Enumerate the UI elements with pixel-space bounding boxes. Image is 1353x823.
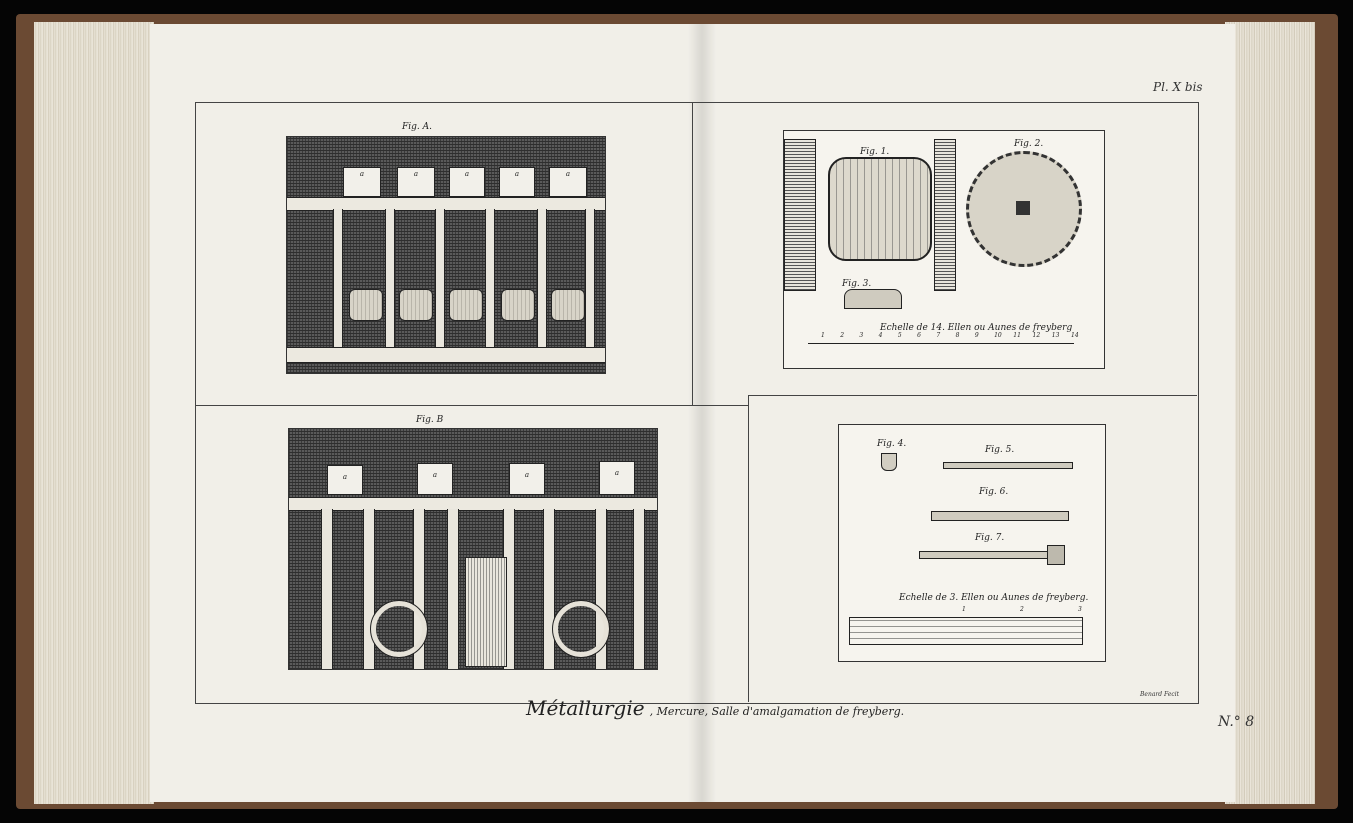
scale-tick: 6 <box>917 332 921 339</box>
page-edges-right <box>1225 22 1315 804</box>
fig-a-pillar <box>333 209 343 359</box>
fig-b-pillar <box>363 509 375 669</box>
fig-2-label: Fig. 2. <box>1014 139 1044 149</box>
plate-title: Métallurgie , Mercure, Salle d'amalgamat… <box>526 696 904 720</box>
fig-b-tank-1: a <box>327 465 363 495</box>
fig-b-door <box>465 557 507 667</box>
fig-a-pillar <box>585 209 595 359</box>
scale-tick: 7 <box>936 332 941 339</box>
fig-5-label: Fig. 5. <box>985 445 1015 455</box>
fig-b-label: Fig. B <box>416 415 444 425</box>
fig-a-pillar <box>435 209 445 359</box>
fig-a-tank-2: a <box>397 167 435 197</box>
fig-2-gear-hub <box>1016 201 1030 215</box>
scale-tick: 2 <box>1020 606 1024 613</box>
scale-tick: 14 <box>1071 332 1079 339</box>
scale-2-label: Echelle de 3. Ellen ou Aunes de freyberg… <box>899 593 1089 603</box>
scale-tick: 1 <box>820 332 825 339</box>
fig-b-tank-3: a <box>509 463 545 495</box>
scale-tick: 10 <box>994 332 1002 339</box>
scale-tick: 11 <box>1013 332 1021 339</box>
fig-a-pillar <box>485 209 495 359</box>
plate-number: Pl. X bis <box>1153 80 1203 94</box>
fig-7-head <box>1047 545 1065 565</box>
fig-1-right-frame <box>934 139 956 291</box>
frame-divider-right <box>748 395 1197 396</box>
fig-4-label: Fig. 4. <box>877 439 907 449</box>
fig-a-barrel <box>399 289 433 321</box>
plate-title-sub: , Mercure, Salle d'amalgamation de freyb… <box>649 705 905 718</box>
scale-tick: 13 <box>1051 332 1060 339</box>
fig-b-wheel-right <box>552 600 610 658</box>
scale-tick: 2 <box>840 332 845 339</box>
frame-vertical-top <box>692 102 693 405</box>
fig-7-tool <box>919 551 1065 559</box>
fig-4-7-panel: Fig. 4. Fig. 5. Fig. 6. Fig. 7. Echelle … <box>838 424 1106 662</box>
fig-3-part <box>844 289 902 309</box>
scale-tick: 5 <box>897 332 902 339</box>
fig-b-pillar <box>633 509 645 669</box>
fig-4-vessel <box>881 453 897 471</box>
engraver-credit: Benard Fecit <box>1140 691 1180 698</box>
fig-1-label: Fig. 1. <box>860 147 890 157</box>
fig-b-pillar <box>447 509 459 669</box>
fig-a-tank-5: a <box>549 167 587 197</box>
fig-a-label: Fig. A. <box>402 122 432 132</box>
fig-7-label: Fig. 7. <box>975 533 1005 543</box>
fig-b-panel: a a a a <box>288 428 658 670</box>
fig-a-pillar <box>385 209 395 359</box>
fig-a-barrel <box>449 289 483 321</box>
fig-a-tank-1: a <box>343 167 381 197</box>
frame-divider-left <box>195 405 748 406</box>
fig-a-tank-3: a <box>449 167 485 197</box>
fig-1-2-3-panel: Fig. 1. Fig. 2. Fig. 3. Echelle de 14. E… <box>783 130 1105 369</box>
fig-a-barrel <box>349 289 383 321</box>
page-edges-left <box>34 22 154 804</box>
scale-tick: 9 <box>974 332 979 339</box>
fig-b-tank-4: a <box>599 461 635 495</box>
scale-1-bar <box>808 343 1074 344</box>
fig-6-tool <box>931 511 1069 521</box>
fig-1-left-frame <box>784 139 816 291</box>
fig-b-pillar <box>543 509 555 669</box>
fig-a-floor <box>287 347 605 363</box>
scale-1-label: Echelle de 14. Ellen ou Aunes de freyber… <box>880 323 1073 333</box>
fig-5-rod <box>943 462 1073 469</box>
fig-b-wheel-left <box>370 600 428 658</box>
fig-1-barrel <box>828 157 932 261</box>
fig-3-label: Fig. 3. <box>842 279 872 289</box>
fig-b-tank-2: a <box>417 463 453 495</box>
scale-tick: 8 <box>955 332 960 339</box>
scale-tick: 3 <box>1078 606 1082 613</box>
scale-tick: 1 <box>962 606 966 613</box>
fig-a-tank-4: a <box>499 167 535 197</box>
scale-2-ticks: 1 2 3 <box>849 606 1082 618</box>
fig-6-label: Fig. 6. <box>979 487 1009 497</box>
plate-title-main: Métallurgie <box>526 696 645 720</box>
fig-a-panel: a a a a a <box>286 136 606 374</box>
frame-vertical-bottom <box>748 395 749 702</box>
scale-tick: 12 <box>1032 332 1041 339</box>
plate-frame <box>195 102 1199 704</box>
fig-a-barrel <box>501 289 535 321</box>
fig-b-beam <box>289 497 657 511</box>
scale-tick: 4 <box>878 332 883 339</box>
scale-tick: 3 <box>859 332 864 339</box>
fig-a-pillar <box>537 209 547 359</box>
fig-b-pillar <box>321 509 333 669</box>
page-mark: N.° 8 <box>1218 714 1255 730</box>
scale-2-bar <box>849 617 1083 645</box>
fig-2-gear <box>966 151 1082 267</box>
fig-a-beam <box>287 197 605 211</box>
fig-a-barrel <box>551 289 585 321</box>
